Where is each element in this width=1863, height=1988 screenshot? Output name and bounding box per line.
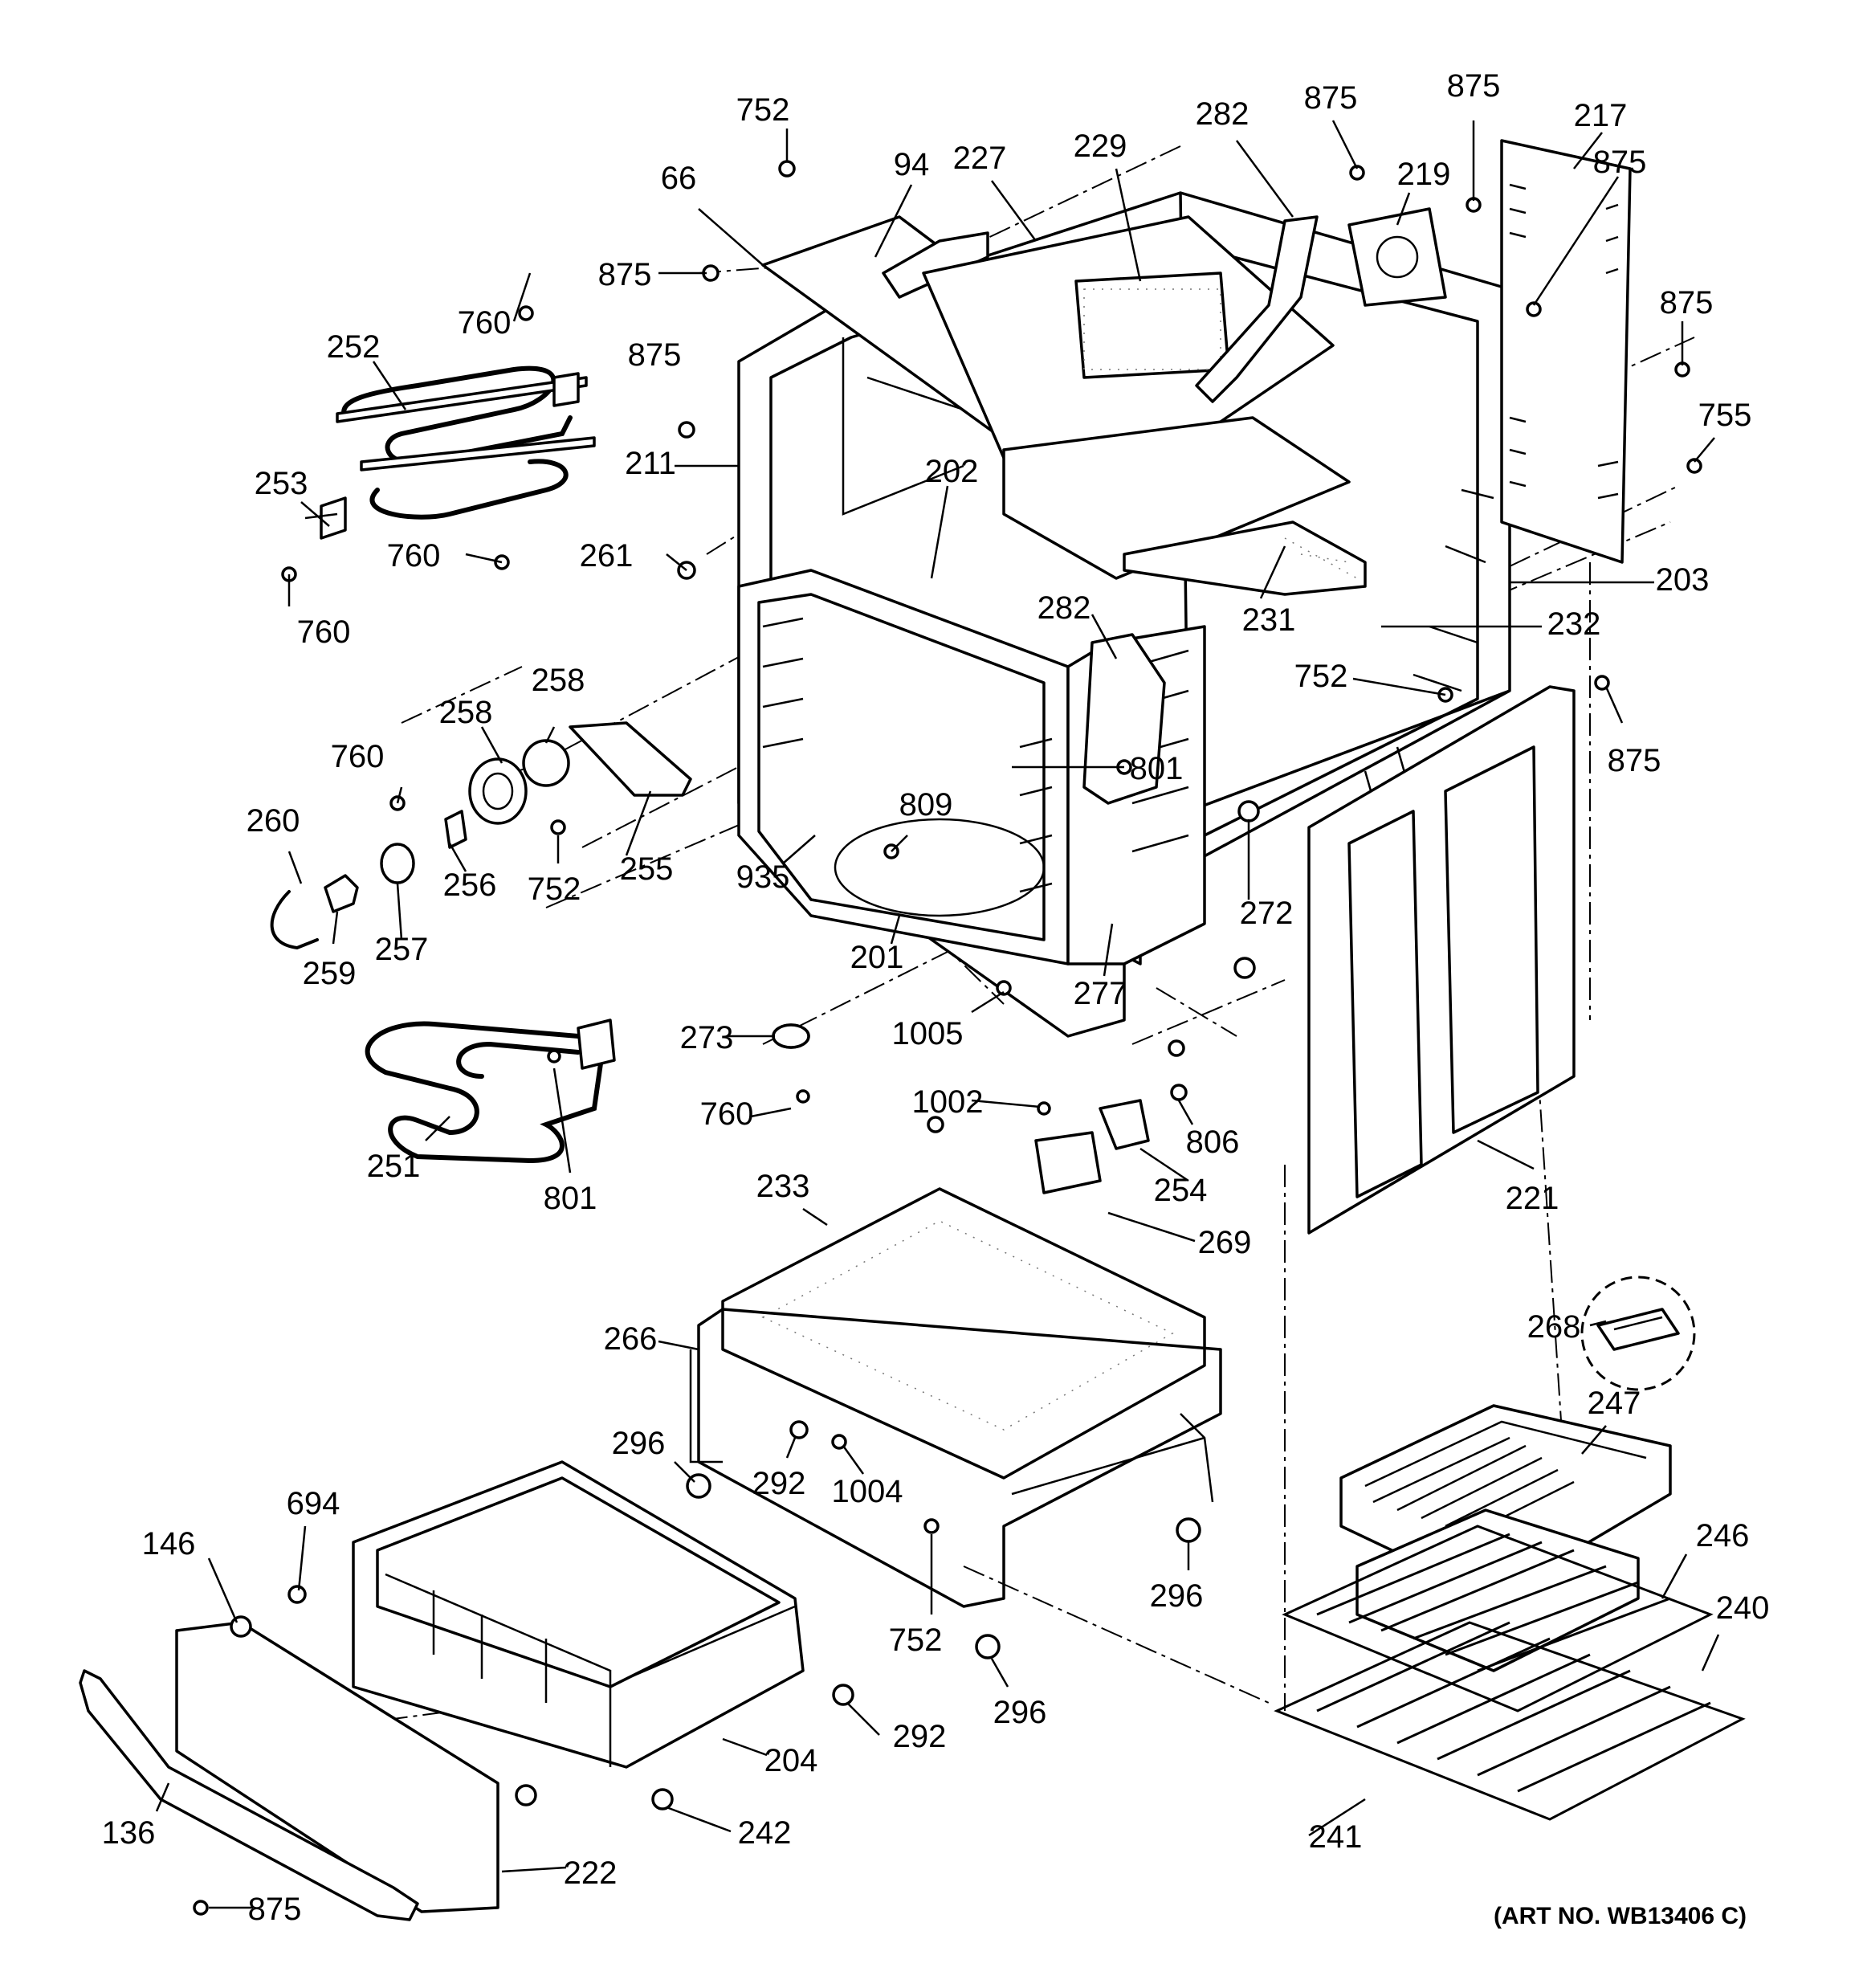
side-panel: [1307, 685, 1576, 1235]
label-277: 277: [1074, 976, 1127, 1011]
label-1004: 1004: [832, 1474, 903, 1509]
label-256: 256: [443, 867, 497, 903]
broil-element: [304, 365, 596, 540]
label-272: 272: [1240, 896, 1294, 931]
label-1002: 1002: [912, 1084, 984, 1120]
label-260: 260: [247, 803, 300, 839]
label-146: 146: [142, 1526, 196, 1561]
label-694: 694: [287, 1486, 340, 1521]
label-806: 806: [1186, 1125, 1240, 1160]
label-203: 203: [1656, 562, 1710, 598]
label-94: 94: [894, 147, 930, 182]
label-296: 296: [1150, 1578, 1204, 1614]
label-258: 258: [532, 663, 585, 698]
label-233: 233: [756, 1169, 810, 1204]
top-structure: [761, 207, 1447, 596]
label-229: 229: [1074, 129, 1127, 164]
art-number: (ART NO. WB13406 C): [1494, 1903, 1747, 1929]
bake-element: [365, 1018, 616, 1164]
detail-circle-268: [1580, 1276, 1696, 1391]
label-875: 875: [1447, 68, 1501, 104]
label-266: 266: [604, 1321, 658, 1357]
label-935: 935: [736, 859, 790, 895]
label-273: 273: [680, 1020, 734, 1055]
label-253: 253: [255, 466, 308, 501]
label-760: 760: [387, 538, 441, 574]
label-752: 752: [889, 1623, 943, 1658]
label-240: 240: [1716, 1590, 1770, 1626]
label-801: 801: [1130, 751, 1184, 786]
rear-panel: [1500, 139, 1632, 564]
label-292: 292: [752, 1466, 806, 1501]
label-755: 755: [1698, 398, 1752, 433]
label-259: 259: [303, 956, 357, 991]
label-251: 251: [367, 1149, 421, 1184]
fasteners: [193, 160, 1702, 1916]
leader-lines: [155, 120, 1720, 1909]
label-760: 760: [458, 305, 512, 341]
label-217: 217: [1574, 98, 1628, 133]
label-136: 136: [102, 1815, 156, 1851]
label-201: 201: [850, 940, 904, 975]
label-254: 254: [1154, 1173, 1208, 1208]
label-752: 752: [736, 92, 790, 128]
label-66: 66: [661, 161, 697, 196]
label-269: 269: [1198, 1225, 1252, 1260]
drawer-liner: [689, 1099, 1222, 1608]
label-282: 282: [1037, 590, 1091, 626]
label-875: 875: [598, 257, 652, 292]
label-760: 760: [331, 739, 385, 774]
label-252: 252: [327, 329, 381, 365]
label-241: 241: [1309, 1819, 1363, 1855]
label-231: 231: [1242, 602, 1296, 638]
label-296: 296: [612, 1426, 666, 1461]
label-255: 255: [620, 851, 674, 887]
label-875: 875: [628, 337, 682, 373]
label-257: 257: [375, 932, 429, 967]
callout-labels: 752 94 227 229 282 875 875 217 66 219 87…: [102, 68, 1770, 1929]
label-261: 261: [580, 538, 634, 574]
label-875: 875: [1608, 743, 1661, 778]
label-296: 296: [993, 1695, 1047, 1730]
label-1005: 1005: [892, 1016, 964, 1051]
storage-drawer: [352, 1460, 805, 1769]
label-875: 875: [1304, 80, 1358, 116]
label-204: 204: [764, 1743, 818, 1778]
label-875: 875: [248, 1892, 302, 1927]
label-752: 752: [1294, 659, 1348, 694]
label-247: 247: [1588, 1386, 1641, 1421]
label-211: 211: [625, 446, 676, 481]
label-282: 282: [1196, 96, 1249, 132]
label-232: 232: [1547, 606, 1601, 642]
label-202: 202: [925, 454, 979, 489]
label-227: 227: [953, 141, 1007, 176]
lamp-assembly: [270, 721, 692, 950]
label-801: 801: [544, 1181, 597, 1216]
label-246: 246: [1696, 1518, 1750, 1553]
label-258: 258: [439, 695, 493, 730]
label-268: 268: [1527, 1309, 1581, 1345]
label-875: 875: [1660, 285, 1714, 320]
label-760: 760: [700, 1096, 754, 1132]
label-752: 752: [528, 872, 581, 907]
label-292: 292: [893, 1719, 947, 1754]
label-222: 222: [564, 1855, 618, 1891]
label-809: 809: [899, 787, 953, 823]
label-219: 219: [1397, 157, 1451, 192]
broiler-pan-and-racks: [1274, 1404, 1746, 1821]
label-875: 875: [1593, 145, 1647, 180]
label-221: 221: [1506, 1181, 1559, 1216]
label-242: 242: [738, 1815, 792, 1851]
label-760: 760: [297, 614, 351, 650]
oven-cavity: [737, 569, 1206, 965]
